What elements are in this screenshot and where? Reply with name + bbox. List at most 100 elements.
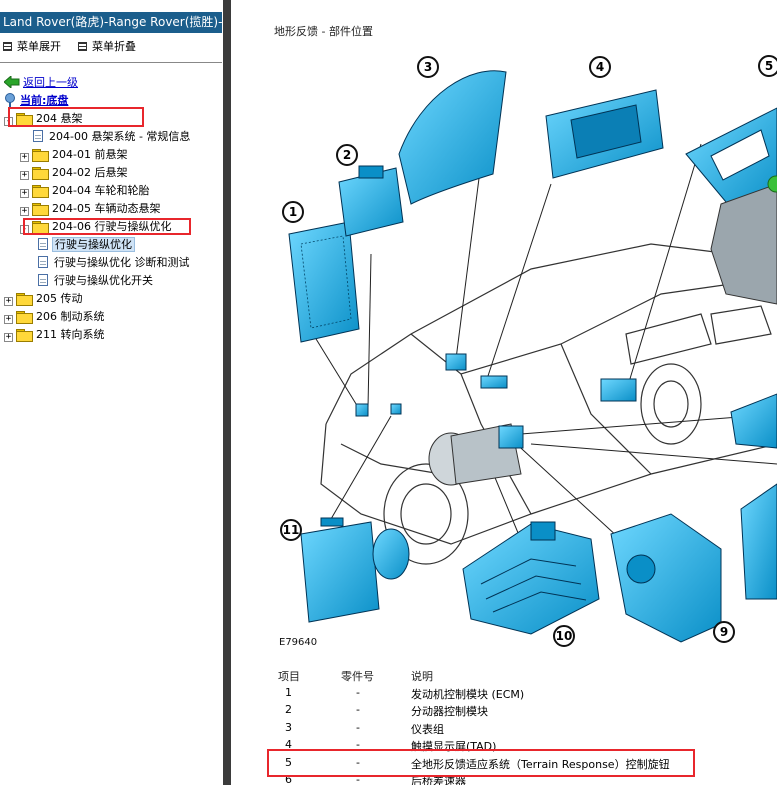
tree-item-label: 204-02 后悬架 — [52, 166, 128, 179]
tree-item[interactable]: - 204 悬架 — [4, 111, 83, 127]
document-icon — [38, 256, 48, 268]
tree-item-label: 204-00 悬架系统 - 常规信息 — [49, 130, 191, 143]
back-arrow-icon — [3, 74, 20, 90]
cell-item: 2 — [285, 703, 292, 717]
menu-icon — [3, 42, 12, 51]
tree-item[interactable]: 204-00 悬架系统 - 常规信息 — [20, 129, 190, 145]
cell-item: 3 — [285, 720, 292, 734]
table-row: 6 - 后桥差速器 — [231, 772, 777, 785]
table-row: 5 - 全地形反馈适应系统（Terrain Response）控制旋钮 — [231, 755, 777, 772]
document-pane: 地形反馈 - 部件位置 — [231, 0, 777, 785]
tree-item[interactable]: +211 转向系统 — [4, 327, 105, 343]
tree-item[interactable]: - 204-06 行驶与操纵优化 — [20, 219, 171, 235]
collapse-toggle-icon[interactable]: - — [20, 224, 29, 234]
callout-2: 2 — [336, 144, 358, 166]
cell-desc: 分动器控制模块 — [411, 705, 488, 719]
folder-icon — [32, 149, 49, 162]
window-title: Land Rover(路虎)-Range Rover(揽胜)-2 — [0, 12, 222, 33]
cell-part: - — [356, 686, 360, 699]
tree-item-label: 行驶与操纵优化 — [52, 237, 135, 252]
cell-part: - — [356, 755, 360, 769]
table-row: 1 - 发动机控制模块 (ECM) — [231, 685, 777, 702]
expand-toggle-icon[interactable]: + — [20, 206, 29, 216]
cell-desc: 发动机控制模块 (ECM) — [411, 688, 525, 701]
document-icon — [33, 130, 43, 142]
callout-4: 4 — [589, 56, 611, 78]
back-link-label: 返回上一级 — [23, 76, 78, 89]
collapse-toggle-icon[interactable]: - — [4, 116, 13, 126]
tree-item[interactable]: 行驶与操纵优化开关 — [38, 273, 153, 289]
menu-collapse-button[interactable]: 菜单折叠 — [78, 40, 136, 54]
tree-item[interactable]: 行驶与操纵优化 — [38, 237, 135, 253]
clipped-heading — [231, 0, 777, 10]
folder-open-icon — [32, 221, 49, 234]
tree-item[interactable]: +205 传动 — [4, 291, 83, 307]
cell-desc: 触摸显示屏(TAD) — [411, 740, 497, 754]
expand-toggle-icon[interactable]: + — [20, 152, 29, 162]
document-icon — [38, 238, 48, 250]
expand-toggle-icon[interactable]: + — [20, 170, 29, 180]
part-rear-differential — [610, 513, 722, 643]
tree-item-label: 206 制动系统 — [36, 310, 105, 323]
expand-toggle-icon[interactable]: + — [4, 296, 13, 306]
tree-item[interactable]: 行驶与操纵优化 诊断和测试 — [38, 255, 190, 271]
expand-toggle-icon[interactable]: + — [4, 314, 13, 324]
current-location: 当前:底盘 — [4, 93, 68, 109]
tree-item-label: 204 悬架 — [36, 112, 83, 125]
callout-9: 9 — [713, 621, 735, 643]
cell-desc: 仪表组 — [411, 722, 444, 736]
menu-collapse-label: 菜单折叠 — [92, 40, 136, 53]
expand-toggle-icon[interactable]: + — [4, 332, 13, 342]
callout-1: 1 — [282, 201, 304, 223]
tree-item-label: 行驶与操纵优化 诊断和测试 — [54, 256, 190, 269]
cell-item: 5 — [285, 755, 292, 769]
tree-item[interactable]: +204-05 车辆动态悬架 — [20, 201, 160, 217]
cell-item: 1 — [285, 686, 292, 699]
part-small-sensors — [355, 353, 637, 417]
expand-toggle-icon[interactable]: + — [20, 188, 29, 198]
folder-icon — [16, 293, 33, 306]
tree-item[interactable]: +204-02 后悬架 — [20, 165, 127, 181]
part-touch-screen — [545, 89, 664, 179]
folder-icon — [32, 203, 49, 216]
callout-3: 3 — [417, 56, 439, 78]
tree-item-label: 204-05 车辆动态悬架 — [52, 202, 161, 215]
folder-icon — [16, 311, 33, 324]
col-header-part: 零件号 — [341, 670, 374, 683]
tree-item-label: 211 转向系统 — [36, 328, 105, 341]
folder-icon — [32, 167, 49, 180]
part-valve-body — [462, 521, 600, 635]
figure-id: E79640 — [279, 637, 318, 648]
leader-lines — [312, 83, 777, 565]
tree-item-label: 204-01 前悬架 — [52, 148, 128, 161]
tree-item[interactable]: +206 制动系统 — [4, 309, 105, 325]
tree-item[interactable]: +204-04 车轮和轮胎 — [20, 183, 149, 199]
part-transfer-box — [710, 175, 777, 305]
cell-part: - — [356, 773, 360, 785]
callout-11: 11 — [280, 519, 302, 541]
col-header-desc: 说明 — [411, 670, 433, 683]
cell-desc: 全地形反馈适应系统（Terrain Response）控制旋钮 — [411, 757, 670, 771]
menu-expand-button[interactable]: 菜单展开 — [3, 40, 61, 54]
tree-item[interactable]: +204-01 前悬架 — [20, 147, 127, 163]
pane-splitter[interactable] — [223, 0, 231, 785]
callout-10: 10 — [553, 625, 575, 647]
cell-item: 6 — [285, 773, 292, 785]
menu-icon — [78, 42, 87, 51]
cell-part: - — [356, 720, 360, 734]
tree-item-label: 204-06 行驶与操纵优化 — [52, 220, 172, 233]
table-row: 3 - 仪表组 — [231, 720, 777, 737]
table-row: 4-触摸显示屏(TAD) — [231, 737, 777, 754]
part-transfer-control-module — [338, 165, 404, 237]
callout-5: 5 — [758, 55, 777, 77]
table-row: 2 - 分动器控制模块 — [231, 702, 777, 719]
current-location-label: 当前:底盘 — [20, 94, 69, 107]
back-link[interactable]: 返回上一级 — [3, 74, 78, 91]
part-abs-modulator — [300, 517, 410, 623]
document-icon — [38, 274, 48, 286]
cell-item: 4 — [285, 738, 292, 752]
location-pin-icon — [5, 93, 15, 107]
cell-desc: 后桥差速器 — [411, 775, 466, 785]
cell-part: - — [356, 703, 360, 717]
part-ecm — [288, 221, 360, 343]
